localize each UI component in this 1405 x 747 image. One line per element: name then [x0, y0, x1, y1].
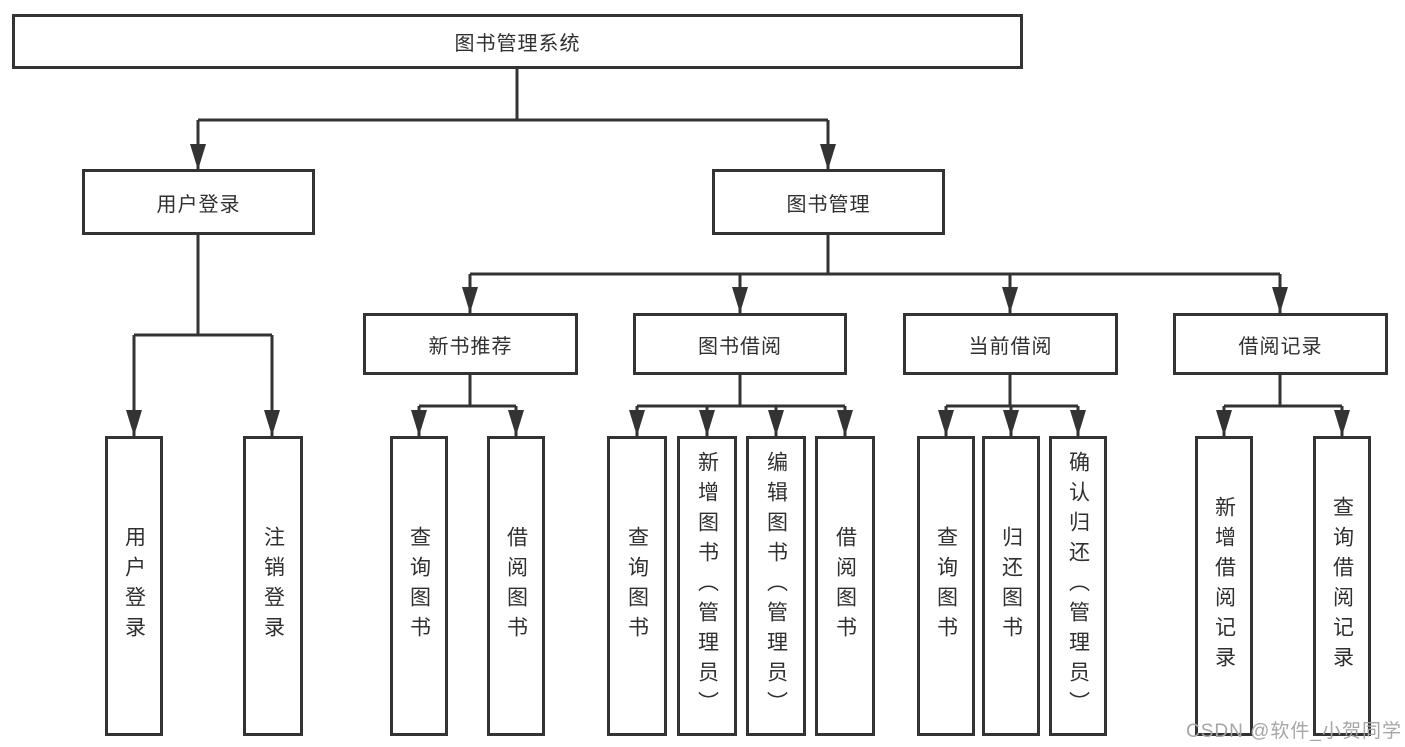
- node-label: 归还图书: [999, 526, 1023, 646]
- node-new-book-recommendation: 新书推荐: [363, 313, 578, 375]
- node-label: 借阅记录: [1238, 335, 1323, 358]
- node-book-borrowing: 图书借阅: [633, 313, 847, 375]
- node-library-management-system: 图书管理系统: [12, 14, 1023, 69]
- node-leaf-query-books-recommend: 查询图书: [390, 436, 448, 736]
- node-user-login: 用户登录: [82, 169, 315, 235]
- node-label: 查询图书: [934, 526, 958, 646]
- node-label: 新增借阅记录: [1212, 496, 1236, 676]
- node-label: 图书管理: [786, 193, 871, 216]
- node-label: 查询借阅记录: [1330, 496, 1354, 676]
- node-leaf-add-borrow-record: 新增借阅记录: [1195, 436, 1253, 736]
- node-borrowing-records: 借阅记录: [1173, 313, 1388, 375]
- node-leaf-edit-book-admin: 编辑图书（管理员）: [746, 436, 806, 736]
- node-label: 查询图书: [625, 526, 649, 646]
- node-book-management: 图书管理: [712, 169, 945, 235]
- node-label: 查询图书: [407, 526, 431, 646]
- node-leaf-return-books: 归还图书: [982, 436, 1040, 736]
- node-label: 当前借阅: [968, 335, 1053, 358]
- node-leaf-logout: 注销登录: [243, 436, 303, 736]
- node-label: 新书推荐: [428, 335, 513, 358]
- node-label: 编辑图书（管理员）: [764, 451, 788, 721]
- node-leaf-borrow-books-recommend: 借阅图书: [487, 436, 545, 736]
- node-leaf-query-books-current: 查询图书: [917, 436, 975, 736]
- node-label: 图书管理系统: [454, 33, 581, 55]
- node-label: 注销登录: [261, 526, 285, 646]
- node-label: 确认归还（管理员）: [1066, 451, 1090, 721]
- node-label: 用户登录: [122, 526, 146, 646]
- node-leaf-confirm-return-admin: 确认归还（管理员）: [1049, 436, 1107, 736]
- csdn-watermark: CSDN @软件_小贺同学: [1186, 721, 1402, 742]
- node-label: 借阅图书: [833, 526, 857, 646]
- node-label: 借阅图书: [504, 526, 528, 646]
- node-leaf-borrow-books-borrowing: 借阅图书: [815, 436, 875, 736]
- node-leaf-query-borrow-record: 查询借阅记录: [1313, 436, 1371, 736]
- node-leaf-add-book-admin: 新增图书（管理员）: [677, 436, 737, 736]
- node-label: 图书借阅: [698, 335, 782, 358]
- arrowheads: [126, 144, 1350, 436]
- node-leaf-query-books-borrowing: 查询图书: [607, 436, 667, 736]
- node-leaf-user-login: 用户登录: [105, 436, 163, 736]
- node-label: 新增图书（管理员）: [695, 451, 719, 721]
- node-label: 用户登录: [156, 193, 241, 216]
- node-current-borrowing: 当前借阅: [903, 313, 1118, 375]
